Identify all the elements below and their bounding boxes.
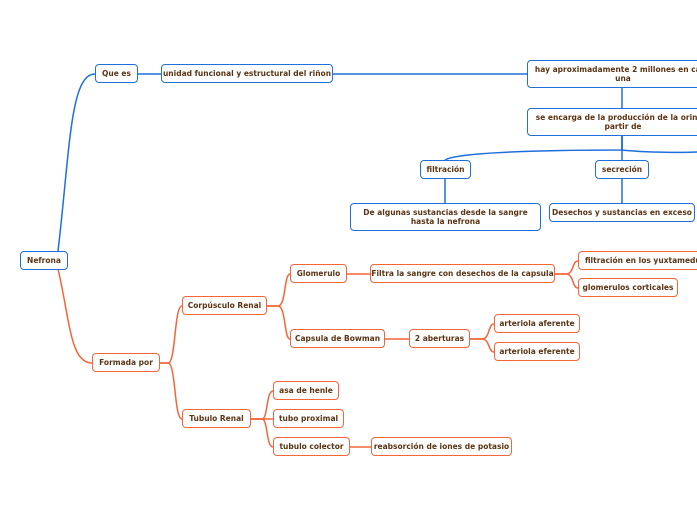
node-hay[interactable]: hay aproximadamente 2 millones en cada u… — [527, 60, 697, 88]
node-filtracion-detail[interactable]: De algunas sustancias desde la sangre ha… — [350, 203, 541, 231]
node-aferente[interactable]: arteriola aferente — [494, 314, 580, 333]
node-asa-henle[interactable]: asa de henle — [273, 381, 339, 400]
node-formada-por[interactable]: Formada por — [92, 353, 160, 372]
node-secrecion[interactable]: secreción — [595, 160, 649, 179]
node-reabsorcion[interactable]: reabsorción de iones de potasio — [371, 437, 512, 456]
node-tubo-proximal[interactable]: tubo proximal — [273, 409, 344, 428]
node-unidad[interactable]: unidad funcional y estructural del riñon — [161, 64, 333, 83]
node-glomerulo[interactable]: Glomerulo — [290, 264, 347, 283]
node-tubulo-colector[interactable]: tubulo colector — [273, 437, 350, 456]
node-aberturas[interactable]: 2 aberturas — [409, 329, 470, 348]
node-filtra[interactable]: Filtra la sangre con desechos de la caps… — [370, 264, 555, 283]
node-eferente[interactable]: arteriola eferente — [494, 342, 580, 361]
node-nefrona[interactable]: Nefrona — [20, 251, 68, 270]
node-yuxtamedulares[interactable]: filtración en los yuxtamedulares — [578, 251, 697, 270]
node-bowman[interactable]: Capsula de Bowman — [290, 329, 385, 348]
node-tubulo-renal[interactable]: Tubulo Renal — [182, 409, 251, 428]
node-filtracion[interactable]: filtración — [420, 160, 471, 179]
node-que-es[interactable]: Que es — [95, 64, 138, 83]
node-corticales[interactable]: glomerulos corticales — [578, 278, 678, 297]
node-secrecion-detail[interactable]: Desechos y sustancias en exceso — [549, 203, 695, 222]
node-encarga[interactable]: se encarga de la producción de la orina … — [527, 108, 697, 136]
node-corpusculo[interactable]: Corpúsculo Renal — [182, 296, 267, 315]
